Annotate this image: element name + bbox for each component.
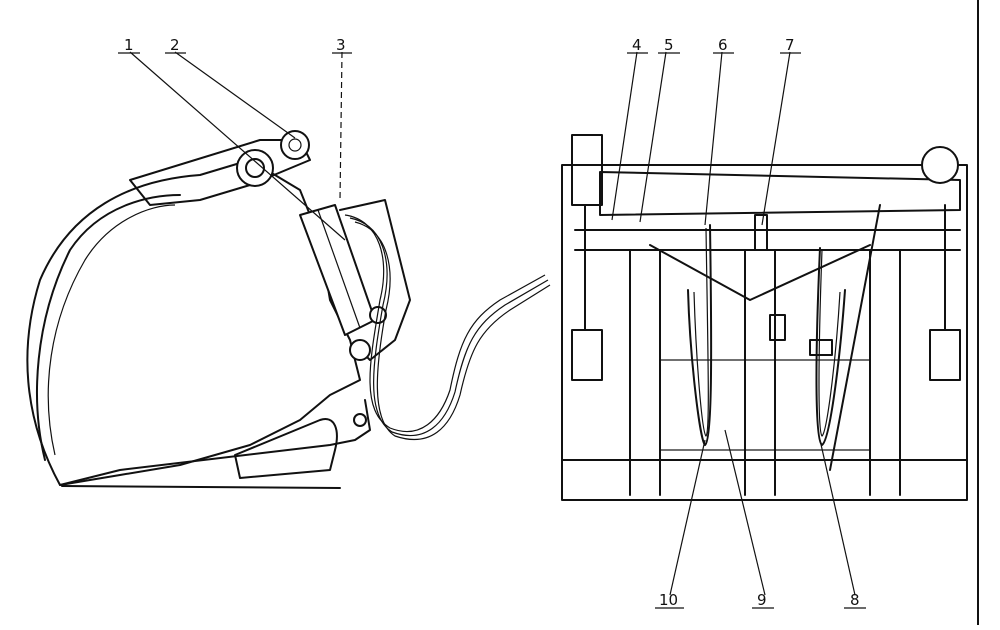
bucket-bottom-plate [59,399,371,486]
callout-8: 8 [850,591,860,609]
cylinder-rod [317,209,361,329]
front-view [561,51,968,596]
top-beam [599,171,961,216]
left-clamp [571,329,603,381]
v-brace [649,244,871,301]
bottom-slot [234,418,338,479]
callout-2: 2 [170,36,180,54]
callout-1: 1 [124,36,134,54]
lower-pin [349,339,371,361]
callout-5: 5 [664,36,674,54]
callout-3: 3 [336,36,346,54]
bucket-cutting-edge [61,485,341,489]
cylinder-diagonal [829,204,881,471]
leader-8 [819,439,856,596]
cylinder-pin-center [288,138,302,152]
hose-loop-left-inner [693,227,709,437]
pivot-pin [245,158,265,178]
right-pivot [921,146,959,184]
grapple-arm [129,139,311,206]
leader-4 [611,51,638,221]
hose-loop-right [815,247,846,446]
part-7-bracket [754,214,768,251]
leader-10 [669,439,706,596]
leader-5 [639,51,667,223]
callout-6: 6 [718,36,728,54]
right-clamp [929,329,961,381]
callout-4: 4 [632,36,642,54]
hydraulic-hose-c [354,221,551,441]
hose-loop-right-inner [818,249,841,437]
bucket-shell-inner [36,194,181,461]
callout-9: 9 [757,591,767,609]
hose-loop-left [687,224,713,446]
hydraulic-hose-a [344,214,546,433]
cylinder-pin [280,130,310,160]
hydraulic-hose-b [349,217,549,437]
leader-3 [339,51,343,201]
side-view [26,51,551,489]
callout-7: 7 [785,36,795,54]
inner-panel [659,359,871,451]
center-block [769,314,786,341]
hose-clamp-hole [353,413,367,427]
bucket-shell-rib [47,204,176,456]
leader-6 [704,51,723,226]
leader-7 [761,51,791,226]
leader-2 [174,51,296,139]
front-frame [561,164,968,501]
callout-10: 10 [659,591,678,609]
callouts: 1 2 3 4 5 6 7 8 9 10 [118,36,866,609]
left-post [571,134,603,206]
leader-1 [129,51,346,241]
leader-9 [724,429,766,596]
hose-clamp-right [809,339,833,356]
